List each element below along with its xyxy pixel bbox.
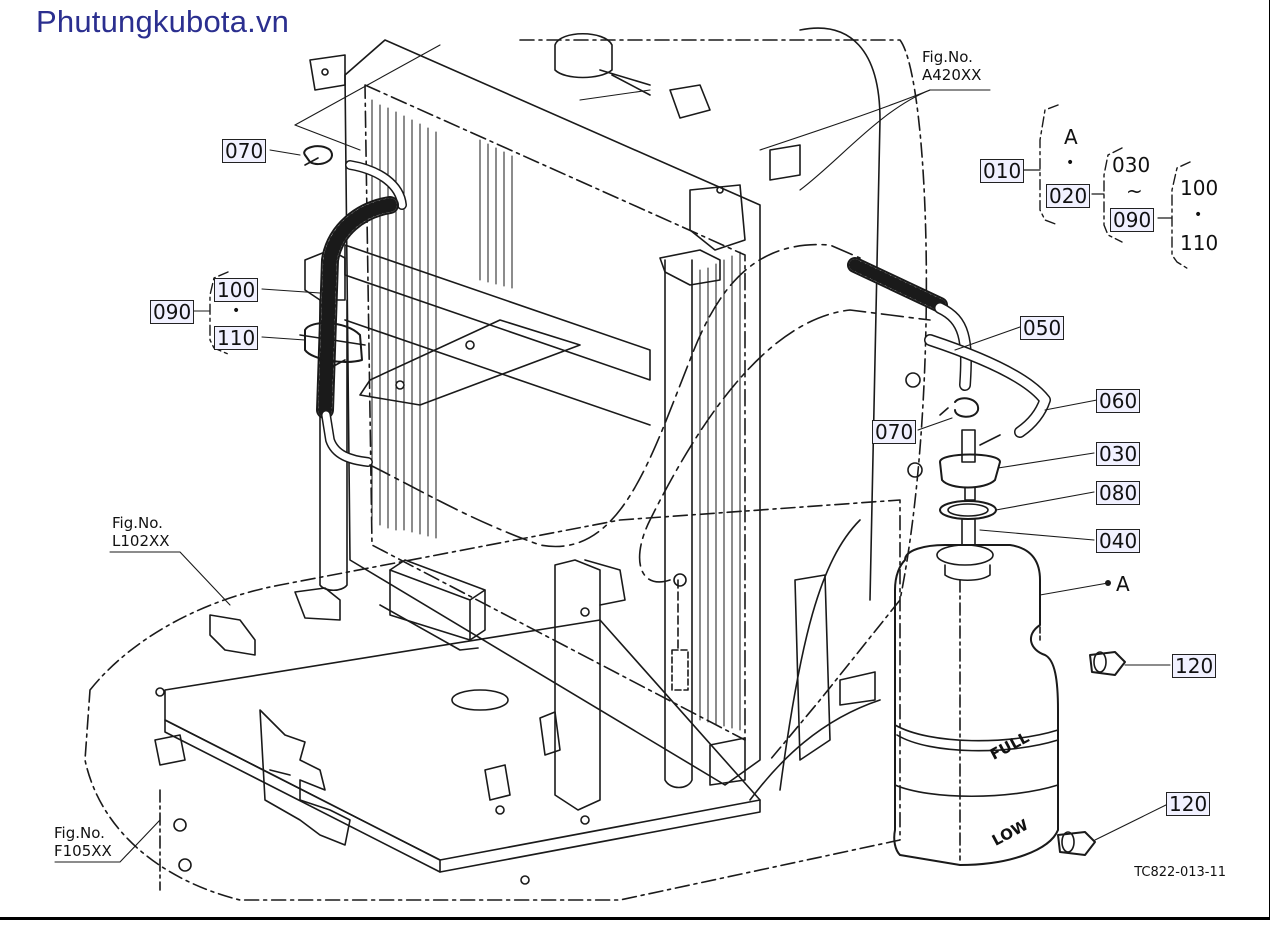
hose-clamp-band [304, 322, 363, 363]
right-post [664, 259, 693, 789]
fig-ref-l102: Fig.No. L102XX [112, 514, 170, 550]
overflow-hose-route [369, 243, 861, 548]
leader-lines [54, 44, 1171, 863]
tree-100: 100 [1180, 176, 1219, 200]
callout-040[interactable]: 040 [1096, 529, 1141, 553]
fig-ref-a420-line1: Fig.No. [922, 48, 973, 66]
reserve-tank [893, 544, 1059, 866]
tree-030: 030 [1112, 153, 1151, 177]
cab-wall [749, 699, 881, 801]
callout-110-left[interactable]: 110 [214, 326, 259, 350]
tree-090[interactable]: 090 [1110, 208, 1155, 232]
fig-ref-f105-line2: F105XX [54, 842, 112, 860]
left-tree-dot: • [232, 303, 241, 319]
bolt-120-upper [1089, 651, 1126, 676]
drawing-code: TC822-013-11 [1134, 865, 1226, 880]
tree-020[interactable]: 020 [1046, 184, 1091, 208]
fig-ref-f105-line1: Fig.No. [54, 824, 105, 842]
callout-120-upper[interactable]: 120 [1172, 654, 1217, 678]
callout-point-a: A [1116, 572, 1130, 596]
left-post [319, 299, 348, 592]
fig-ref-a420: Fig.No. A420XX [922, 48, 981, 84]
callout-060[interactable]: 060 [1096, 389, 1141, 413]
tree-tilde: ~ [1126, 179, 1143, 203]
callout-090-left[interactable]: 090 [150, 300, 195, 324]
upright-bracket [554, 559, 601, 811]
tank-cap-030 [939, 453, 1001, 489]
bolt-120-lower [1057, 831, 1096, 856]
callout-100-left[interactable]: 100 [214, 278, 259, 302]
radiator-outer [344, 39, 761, 786]
floor-bracket [259, 709, 351, 846]
fig-ref-a420-line2: A420XX [922, 66, 982, 84]
base-frame [84, 499, 901, 901]
floor-plate [164, 619, 761, 861]
tree-dot-1: • [1066, 155, 1075, 171]
tree-010[interactable]: 010 [980, 159, 1025, 183]
site-watermark: Phutungkubota.vn [36, 4, 290, 39]
radiator-cap [554, 33, 613, 79]
callout-080[interactable]: 080 [1096, 481, 1141, 505]
tree-a: A [1064, 125, 1078, 149]
fig-ref-l102-line2: L102XX [112, 532, 170, 550]
tree-110: 110 [1180, 231, 1219, 255]
callout-070-left[interactable]: 070 [222, 139, 267, 163]
shroud [519, 39, 928, 761]
left-clip-070 [303, 145, 333, 166]
fig-ref-f105: Fig.No. F105XX [54, 824, 112, 860]
fig-ref-l102-line1: Fig.No. [112, 514, 163, 532]
floor-hole [451, 689, 509, 711]
right-clip-070 [954, 397, 980, 418]
tree-dot-2: • [1194, 207, 1203, 223]
callout-030[interactable]: 030 [1096, 442, 1141, 466]
callout-070-right[interactable]: 070 [872, 420, 917, 444]
point-a-marker [1105, 580, 1111, 586]
callout-050[interactable]: 050 [1020, 316, 1065, 340]
callout-120-lower[interactable]: 120 [1166, 792, 1211, 816]
